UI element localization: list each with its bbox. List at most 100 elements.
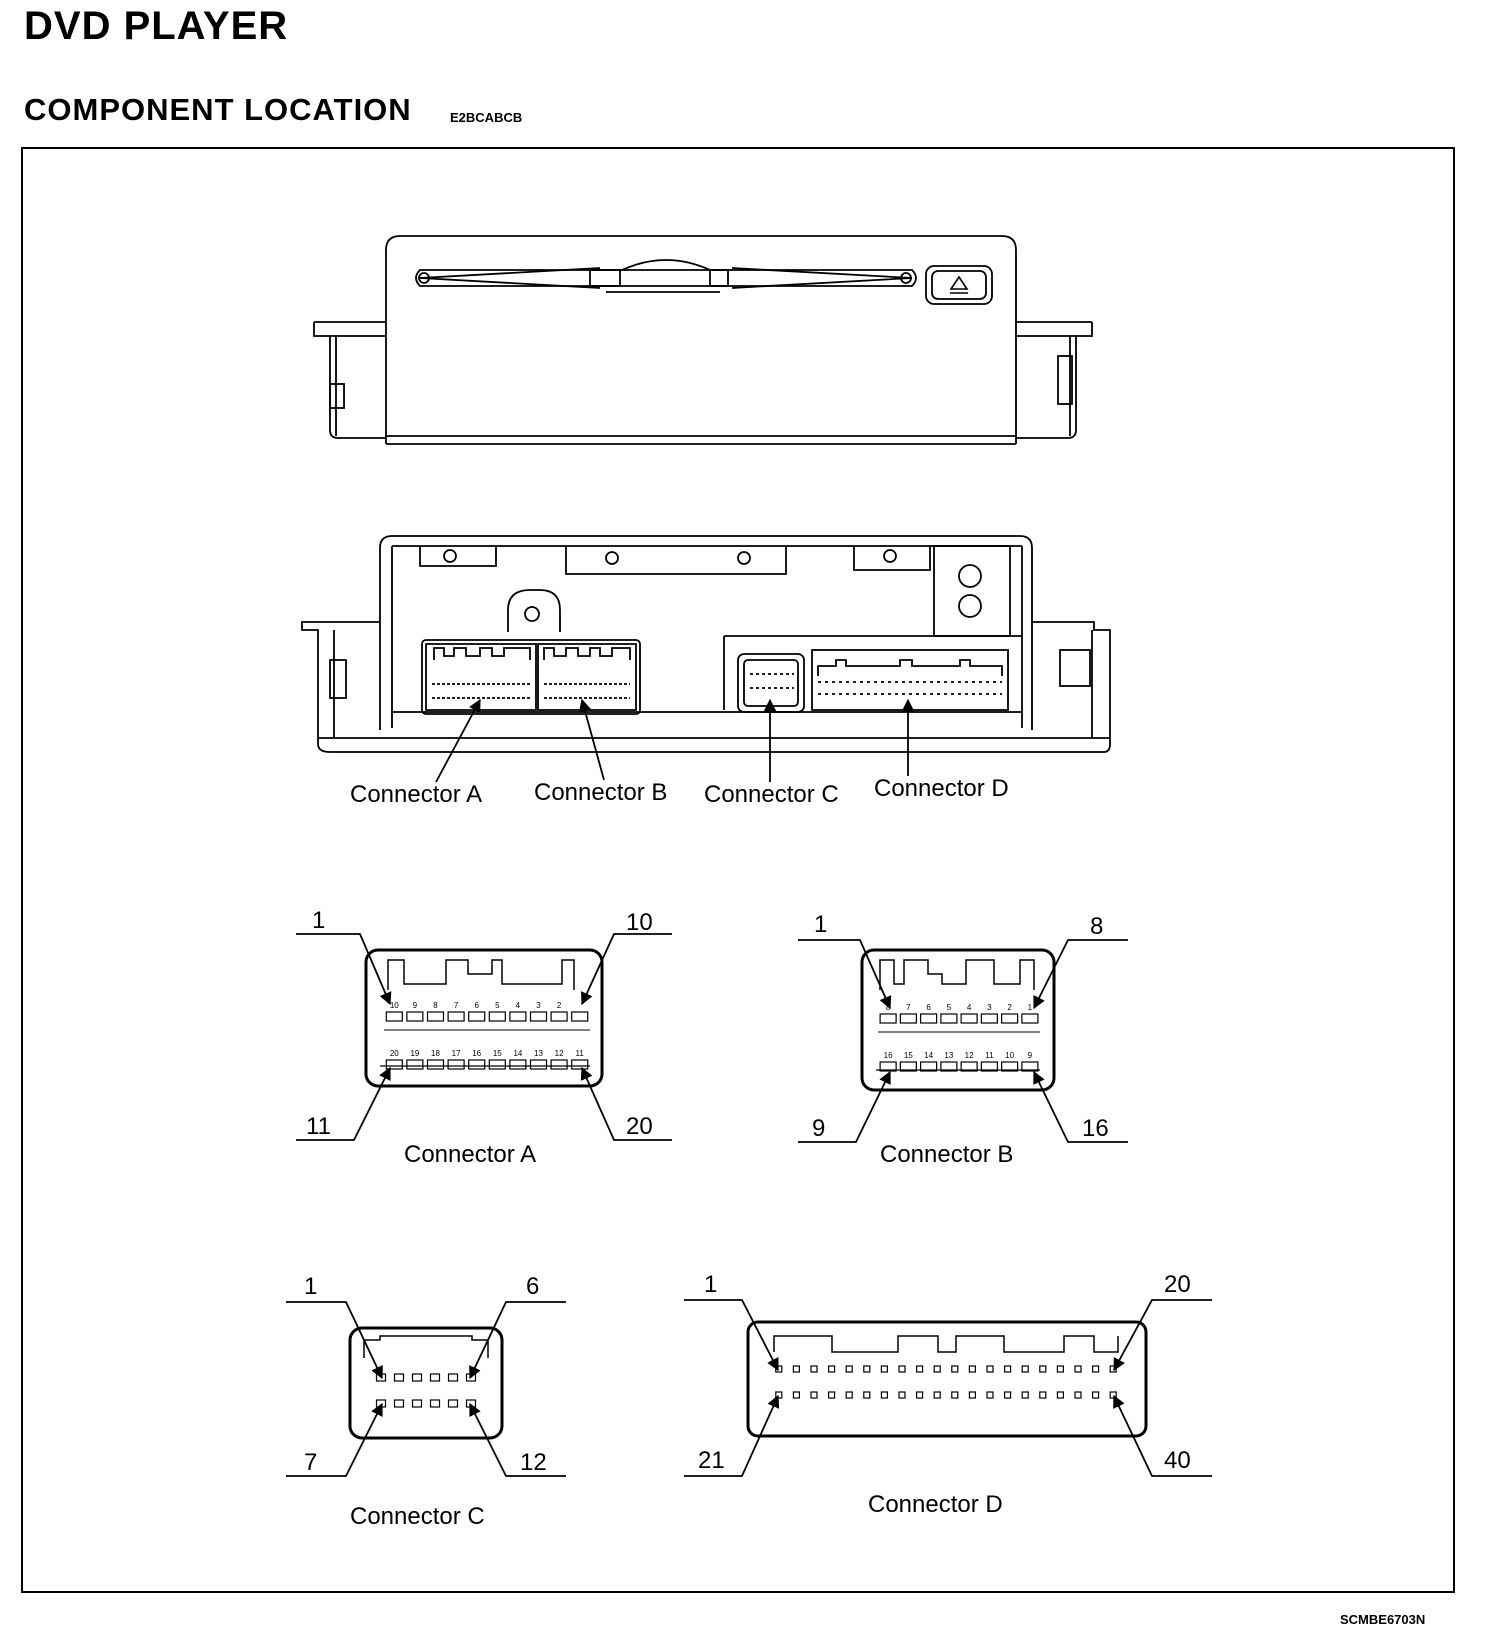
connector-pin <box>980 1013 998 1024</box>
rear-callout-arrows <box>435 698 915 783</box>
pin-number-label: 17 <box>452 1049 461 1058</box>
pin-number-label: 11 <box>985 1051 994 1060</box>
connector-a-label: Connector A <box>404 1141 536 1168</box>
connector-pin <box>810 1391 818 1399</box>
connector-pin <box>1021 1013 1039 1024</box>
pin-number-label: 15 <box>904 1051 913 1060</box>
connector-pin <box>1056 1365 1065 1373</box>
connector-pin <box>880 1391 889 1399</box>
connector-pin <box>571 1011 589 1022</box>
connector-pin <box>986 1391 994 1399</box>
connector-pin <box>827 1365 836 1373</box>
connector-pin <box>488 1059 506 1070</box>
connector-pin <box>426 1059 445 1070</box>
connector-pin <box>827 1391 836 1399</box>
connector-pin <box>550 1011 568 1022</box>
connector-pin <box>447 1059 465 1070</box>
connector-d-pin-40: 40 <box>1164 1447 1191 1474</box>
connector-pin <box>880 1365 889 1373</box>
connector-pin <box>960 1013 978 1024</box>
connector-b-pin-1: 1 <box>814 911 827 938</box>
rear-callout-connector-a: Connector A <box>350 781 482 808</box>
connector-pin <box>429 1373 441 1382</box>
connector-d-pin-1: 1 <box>704 1271 717 1298</box>
connector-c-pin-1: 1 <box>304 1273 317 1300</box>
pin-number-label: 18 <box>431 1049 440 1058</box>
connector-pin <box>509 1011 527 1022</box>
pin-number-label: 4 <box>967 1003 972 1012</box>
connector-pin <box>960 1061 978 1072</box>
pin-number-label: 6 <box>926 1003 931 1012</box>
pin-number-label: 3 <box>536 1001 541 1010</box>
eject-button-frame <box>925 265 993 305</box>
rear-callout-connector-c: Connector C <box>704 781 839 808</box>
connector-pin <box>863 1391 871 1399</box>
connector-c-leaders <box>286 1301 566 1477</box>
connector-pin <box>845 1365 853 1373</box>
pin-number-label: 1 <box>1028 1003 1033 1012</box>
connector-d-diagram <box>746 1320 1148 1438</box>
connector-pin <box>1056 1391 1065 1399</box>
connector-pin <box>1001 1061 1019 1072</box>
connector-b-pin-16: 16 <box>1082 1115 1109 1142</box>
rear-callout-connector-b: Connector B <box>534 779 667 806</box>
connector-a-pin-1: 1 <box>312 907 325 934</box>
pin-number-label: 2 <box>1007 1003 1012 1012</box>
connector-pin <box>468 1011 486 1022</box>
connector-pin <box>385 1011 403 1022</box>
connector-pin <box>1001 1013 1019 1024</box>
connector-pin <box>1074 1365 1082 1373</box>
connector-pin <box>940 1013 958 1024</box>
pin-number-label: 16 <box>472 1049 481 1058</box>
rear-callout-connector-d: Connector D <box>874 775 1009 802</box>
connector-c-pin-6: 6 <box>526 1273 539 1300</box>
connector-a-pin-10: 10 <box>626 909 653 936</box>
pin-number-label: 4 <box>516 1001 521 1010</box>
pin-number-label: 10 <box>1005 1051 1014 1060</box>
connector-d-leaders <box>684 1299 1212 1477</box>
connector-pin <box>968 1391 977 1399</box>
connector-pin <box>879 1013 897 1024</box>
connector-pin <box>393 1373 405 1382</box>
connector-c-label: Connector C <box>350 1503 485 1530</box>
connector-pin <box>1039 1365 1047 1373</box>
connector-pin <box>393 1399 405 1408</box>
connector-c-pin-7: 7 <box>304 1449 317 1476</box>
pin-number-label: 9 <box>413 1001 418 1010</box>
connector-pin <box>1003 1365 1012 1373</box>
pin-number-label: 2 <box>557 1001 562 1010</box>
pin-number-label: 5 <box>947 1003 952 1012</box>
pin-number-label: 3 <box>987 1003 992 1012</box>
connector-pin <box>550 1059 568 1070</box>
connector-pin <box>1021 1061 1039 1072</box>
connector-pin <box>529 1059 548 1070</box>
connector-pin <box>1039 1391 1047 1399</box>
pin-number-label: 8 <box>433 1001 438 1010</box>
disc-slot <box>415 269 917 287</box>
connector-d-pin-20: 20 <box>1164 1271 1191 1298</box>
connector-b-leaders <box>798 939 1128 1143</box>
pin-number-label: 6 <box>474 1001 479 1010</box>
connector-pin <box>899 1013 917 1024</box>
pin-number-label: 15 <box>493 1049 502 1058</box>
connector-pin <box>810 1365 818 1373</box>
section-code: E2BCABCB <box>450 110 523 125</box>
connector-pin <box>509 1059 527 1070</box>
pin-number-label: 20 <box>390 1049 399 1058</box>
connector-pin <box>915 1391 924 1399</box>
pin-number-label: 13 <box>944 1051 953 1060</box>
connector-pin <box>898 1365 906 1373</box>
dvd-player-front-view <box>313 235 1093 445</box>
connector-pin <box>968 1365 977 1373</box>
pin-number-label: 5 <box>495 1001 500 1010</box>
connector-pin <box>980 1061 998 1072</box>
connector-pin <box>792 1365 801 1373</box>
connector-pin <box>920 1061 938 1072</box>
connector-pin <box>429 1399 441 1408</box>
pin-number-label: 7 <box>906 1003 911 1012</box>
connector-pin <box>920 1013 938 1024</box>
connector-pin <box>845 1391 853 1399</box>
